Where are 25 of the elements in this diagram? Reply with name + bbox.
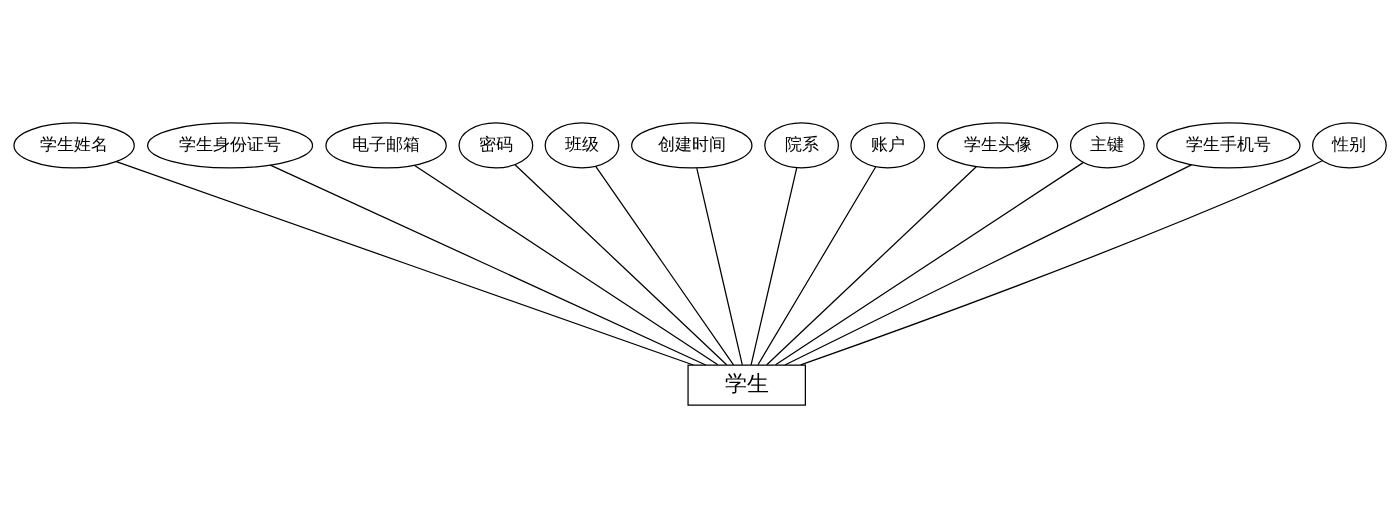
connector xyxy=(757,166,877,366)
node-ellipse: 主键 xyxy=(1069,122,1145,169)
connector xyxy=(750,167,798,366)
node-ellipse: 密码 xyxy=(458,122,534,169)
node-ellipse: 学生手机号 xyxy=(1156,122,1301,169)
node-ellipse: 电子邮箱 xyxy=(325,122,447,169)
node-ellipse: 创建时间 xyxy=(631,122,753,169)
connector xyxy=(775,162,1084,366)
connector xyxy=(269,164,707,366)
connector xyxy=(784,164,1193,366)
node-box: 学生 xyxy=(687,364,806,406)
connector xyxy=(696,167,743,366)
connector xyxy=(514,164,728,366)
connector xyxy=(595,165,735,366)
node-ellipse: 班级 xyxy=(544,122,620,169)
node-ellipse: 性别 xyxy=(1312,122,1387,169)
connector xyxy=(766,166,977,366)
connector xyxy=(800,160,1323,366)
node-ellipse: 账户 xyxy=(850,122,926,169)
connector xyxy=(115,160,694,366)
connector xyxy=(414,164,719,366)
node-ellipse: 学生身份证号 xyxy=(147,122,314,169)
node-ellipse: 院系 xyxy=(764,122,840,169)
node-ellipse: 学生姓名 xyxy=(13,122,135,169)
node-ellipse: 学生头像 xyxy=(936,122,1059,169)
